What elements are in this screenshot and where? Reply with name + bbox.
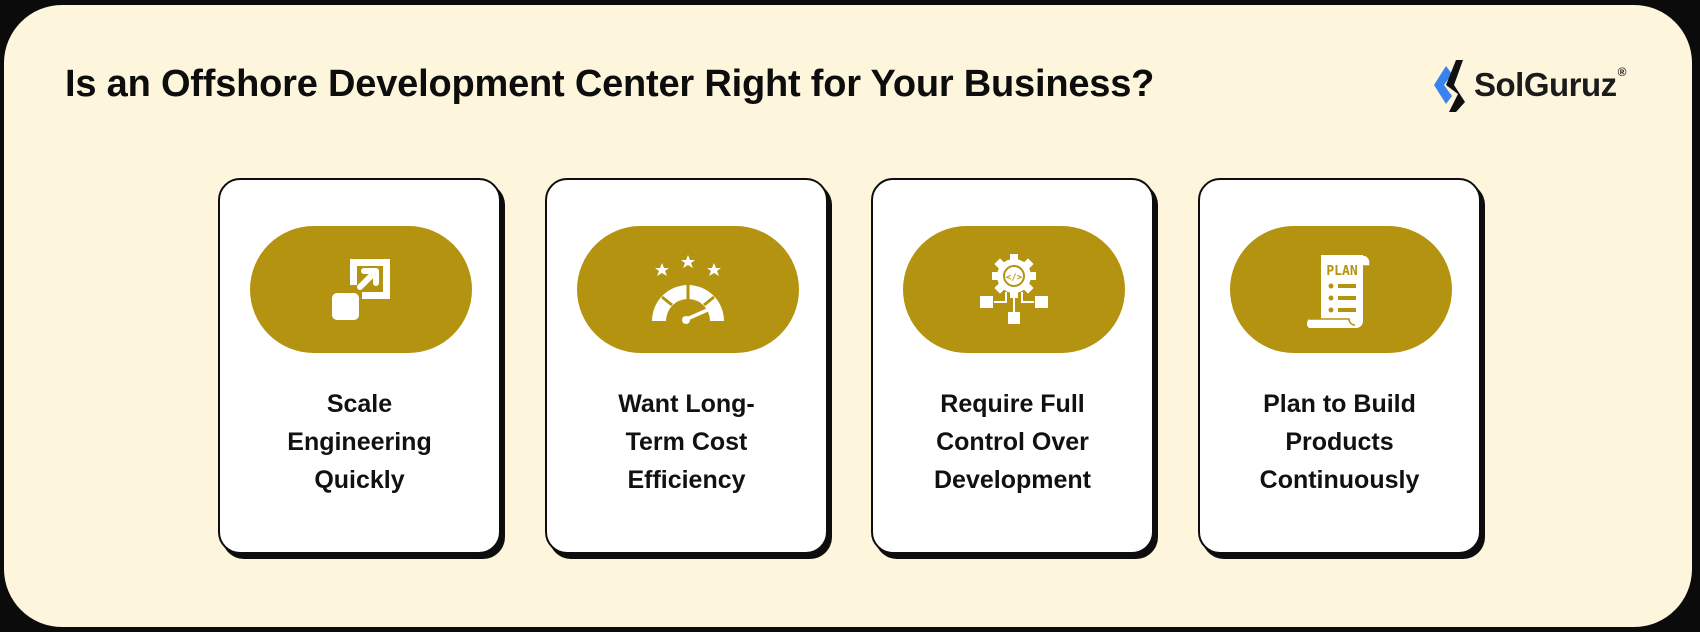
icon-pill: PLAN xyxy=(1230,226,1452,353)
speedometer-stars-icon xyxy=(652,254,724,324)
card-label: Require Full Control Over Development xyxy=(934,390,1091,494)
card-label: Scale Engineering Quickly xyxy=(287,390,432,494)
plan-scroll-icon: PLAN xyxy=(1306,253,1371,328)
plan-text: PLAN xyxy=(1326,264,1357,279)
svg-text:</>: </> xyxy=(1006,273,1023,283)
solguruz-chevron-logo-icon xyxy=(1434,60,1465,112)
brand-logo: SolGuruz ® xyxy=(1432,57,1627,113)
infographic-panel: Is an Offshore Development Center Right … xyxy=(4,5,1692,627)
card-label: Want Long- Term Cost Efficiency xyxy=(618,390,755,494)
card-full-control: </> Require Full Control Over Developmen… xyxy=(871,178,1154,554)
brand-name: SolGuruz xyxy=(1474,66,1617,103)
icon-pill xyxy=(250,226,472,353)
icon-pill xyxy=(577,226,799,353)
icon-pill: </> xyxy=(903,226,1125,353)
registered-mark: ® xyxy=(1617,65,1627,79)
card-label: Plan to Build Products Continuously xyxy=(1259,390,1420,494)
card-build-products: PLAN Plan to Build Products Continuously xyxy=(1198,178,1481,554)
page-title: Is an Offshore Development Center Right … xyxy=(65,63,1155,105)
card-scale-engineering: Scale Engineering Quickly xyxy=(218,178,501,554)
gear-code-network-icon: </> xyxy=(980,253,1048,324)
scale-expand-icon xyxy=(332,258,390,320)
card-cost-efficiency: Want Long- Term Cost Efficiency xyxy=(545,178,828,554)
